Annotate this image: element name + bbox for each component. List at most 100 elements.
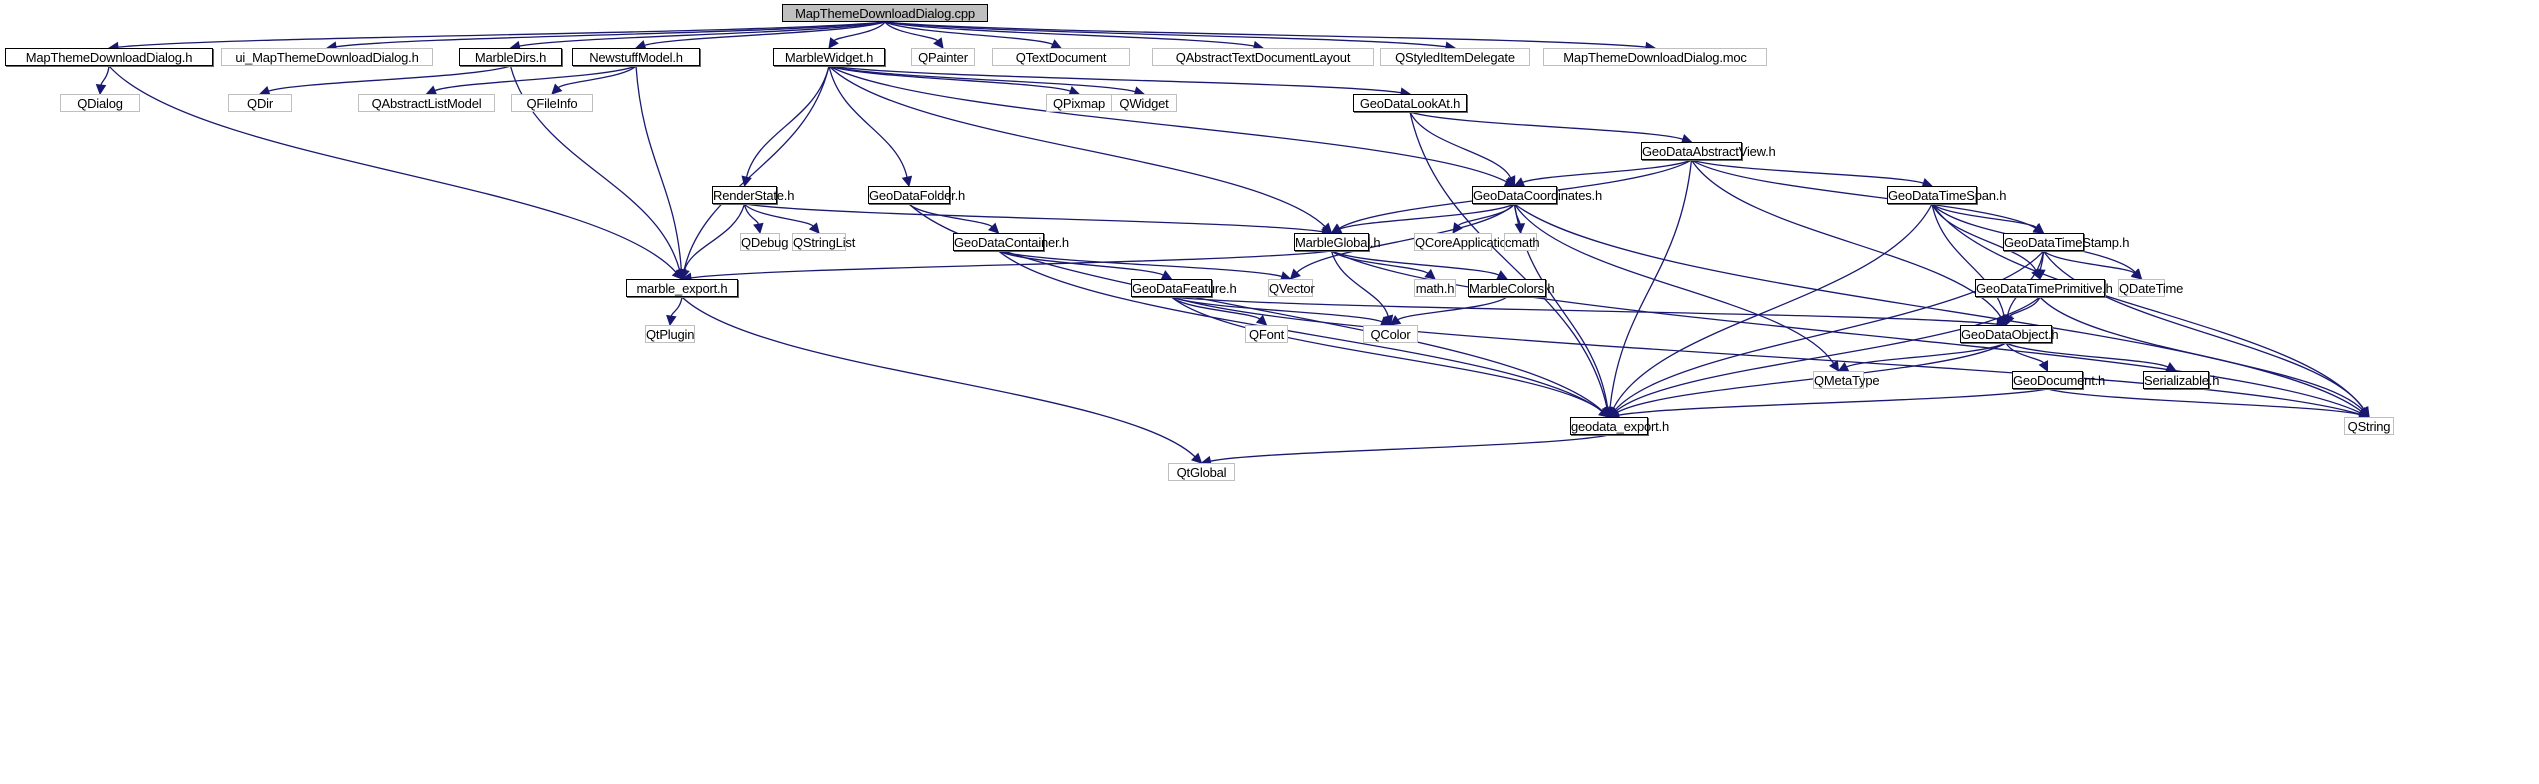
edge-object-to-qmetatype	[1846, 342, 2007, 368]
edge-marbleexport-to-qtglobal	[681, 296, 1196, 458]
edge-coords-to-marbleglobal	[1339, 203, 1515, 230]
edge-marbledirs-to-qdir	[268, 65, 511, 92]
graph-node-qfileinfo: QFileInfo	[511, 94, 593, 112]
edge-marblecolors-to-qcolor	[1397, 296, 1508, 321]
edge-timespan-to-object	[1931, 203, 2005, 317]
graph-node-mtddh[interactable]: MapThemeDownloadDialog.h	[5, 48, 213, 66]
edge-absview-to-timespan	[1691, 159, 1924, 184]
arrowhead-icon	[1837, 361, 1850, 372]
graph-node-qsid: QStyledItemDelegate	[1380, 48, 1530, 66]
arrowhead-icon	[1505, 175, 1516, 188]
edge-root-to-moc	[884, 21, 1647, 48]
arrowhead-icon	[2004, 314, 2015, 327]
graph-node-qcoreapp: QCoreApplication	[1414, 233, 1514, 251]
arrowhead-icon	[679, 268, 690, 281]
edge-root-to-marbledirs	[519, 21, 886, 47]
edge-feature-to-geodataexport	[1171, 296, 1603, 412]
edge-feature-to-object	[1171, 296, 1998, 325]
graph-node-timestamp[interactable]: GeoDataTimeStamp.h	[2003, 233, 2130, 251]
edge-document-to-geodataexport	[1617, 388, 2048, 416]
arrowhead-icon	[2032, 222, 2045, 234]
edge-feature-to-qstring	[1171, 296, 2361, 416]
graph-node-qdebug: QDebug	[740, 233, 789, 251]
graph-node-qtplugin: QtPlugin	[645, 325, 695, 343]
edge-timespan-to-timestamp	[1931, 203, 2037, 229]
edge-newstuff-to-qfileinfo	[557, 65, 637, 89]
arrowhead-icon	[2165, 362, 2178, 372]
arrowhead-icon	[551, 83, 563, 95]
graph-node-marbleexport[interactable]: marble_export.h	[626, 279, 738, 297]
graph-node-renderstate[interactable]: RenderState.h	[712, 186, 795, 204]
arrowhead-icon	[933, 37, 944, 49]
edge-root-to-uimtdd	[335, 21, 886, 48]
edge-root-to-newstuff	[644, 21, 886, 46]
graph-node-timeprim[interactable]: GeoDataTimePrimitive.h	[1975, 279, 2113, 297]
graph-node-serializable[interactable]: Serializable.h	[2143, 371, 2220, 389]
edge-marblewidget-to-marbleglobal	[828, 65, 1326, 228]
graph-node-qstringlist: QStringList	[792, 233, 856, 251]
arrowhead-icon	[901, 175, 913, 188]
graph-node-qwidget: QWidget	[1111, 94, 1177, 112]
graph-node-container[interactable]: GeoDataContainer.h	[953, 233, 1069, 251]
edge-newstuff-to-marbleexport	[635, 65, 683, 271]
edge-marbleexport-to-qtplugin	[670, 296, 683, 317]
edge-coords-to-qmetatype	[1513, 203, 1835, 364]
edge-coords-to-qvector	[1296, 203, 1515, 274]
arrowhead-icon	[1424, 268, 1436, 280]
edge-marblewidget-to-lookat	[828, 65, 1402, 94]
graph-node-marbleglobal[interactable]: MarbleGlobal.h	[1294, 233, 1381, 251]
edge-feature-to-qcolor	[1171, 296, 1383, 323]
arrowhead-icon	[1160, 270, 1173, 280]
edge-container-to-feature	[998, 250, 1164, 276]
graph-node-uimtdd: ui_MapThemeDownloadDialog.h	[221, 48, 433, 66]
graph-node-folder[interactable]: GeoDataFolder.h	[868, 186, 966, 204]
graph-node-geodataexport[interactable]: geodata_export.h	[1570, 417, 1669, 435]
graph-node-qvector: QVector	[1268, 279, 1315, 297]
edge-object-to-serializable	[2005, 342, 2169, 368]
edge-marblewidget-to-qwidget	[828, 65, 1136, 93]
edge-marblewidget-to-qpixmap	[828, 65, 1071, 92]
edge-timespan-to-geodataexport	[1612, 203, 1933, 410]
graph-node-qfont: QFont	[1245, 325, 1288, 343]
arrowhead-icon	[753, 222, 764, 235]
graph-node-marblewidget[interactable]: MarbleWidget.h	[773, 48, 885, 66]
graph-node-qtglobal: QtGlobal	[1168, 463, 1235, 481]
edge-timespan-to-qstring	[1931, 203, 2365, 410]
edge-absview-to-timestamp	[1691, 159, 2037, 229]
arrowhead-icon	[987, 222, 1000, 234]
graph-node-qdir: QDir	[228, 94, 292, 112]
graph-node-lookat[interactable]: GeoDataLookAt.h	[1353, 94, 1467, 112]
graph-node-mathh: math.h	[1414, 279, 1456, 297]
edge-root-to-qpainter	[884, 21, 939, 42]
graph-node-moc: MapThemeDownloadDialog.moc	[1543, 48, 1767, 66]
graph-node-qpainter: QPainter	[911, 48, 975, 66]
edge-timestamp-to-geodataexport	[1614, 250, 2044, 411]
graph-node-marblecolors[interactable]: MarbleColors.h	[1468, 279, 1555, 297]
edge-renderstate-to-marbleexport	[683, 203, 746, 271]
arrowhead-icon	[666, 314, 677, 327]
edge-timeprim-to-object	[2008, 296, 2041, 318]
edge-lookat-to-absview	[1409, 111, 1684, 140]
edge-marblewidget-to-marbleexport	[683, 65, 830, 271]
edge-coords-to-qstring	[1514, 203, 2363, 413]
graph-node-absview[interactable]: GeoDataAbstractView.h	[1641, 142, 1776, 160]
graph-node-timespan[interactable]: GeoDataTimeSpan.h	[1887, 186, 2007, 204]
graph-node-qstring: QString	[2344, 417, 2394, 435]
edge-timeprim-to-geodataexport	[1615, 296, 2041, 412]
graph-node-object[interactable]: GeoDataObject.h	[1960, 325, 2059, 343]
edge-lookat-to-geodataexport	[1409, 111, 1608, 409]
edge-marblewidget-to-renderstate	[745, 65, 830, 178]
graph-node-marbledirs[interactable]: MarbleDirs.h	[459, 48, 562, 66]
edge-root-to-marblewidget	[833, 21, 886, 42]
edge-marbleglobal-to-marbleexport	[690, 250, 1332, 279]
graph-node-qcolor: QColor	[1363, 325, 1418, 343]
edge-renderstate-to-qdebug	[743, 203, 760, 225]
graph-node-coords[interactable]: GeoDataCoordinates.h	[1472, 186, 1602, 204]
edge-container-to-qvector	[998, 250, 1283, 278]
arrowhead-icon	[1598, 406, 1610, 418]
graph-node-feature[interactable]: GeoDataFeature.h	[1131, 279, 1237, 297]
edge-absview-to-geodataexport	[1609, 159, 1693, 409]
graph-node-newstuff[interactable]: NewstuffModel.h	[572, 48, 700, 66]
edge-root-to-qsid	[884, 21, 1447, 48]
graph-node-document[interactable]: GeoDocument.h	[2012, 371, 2106, 389]
